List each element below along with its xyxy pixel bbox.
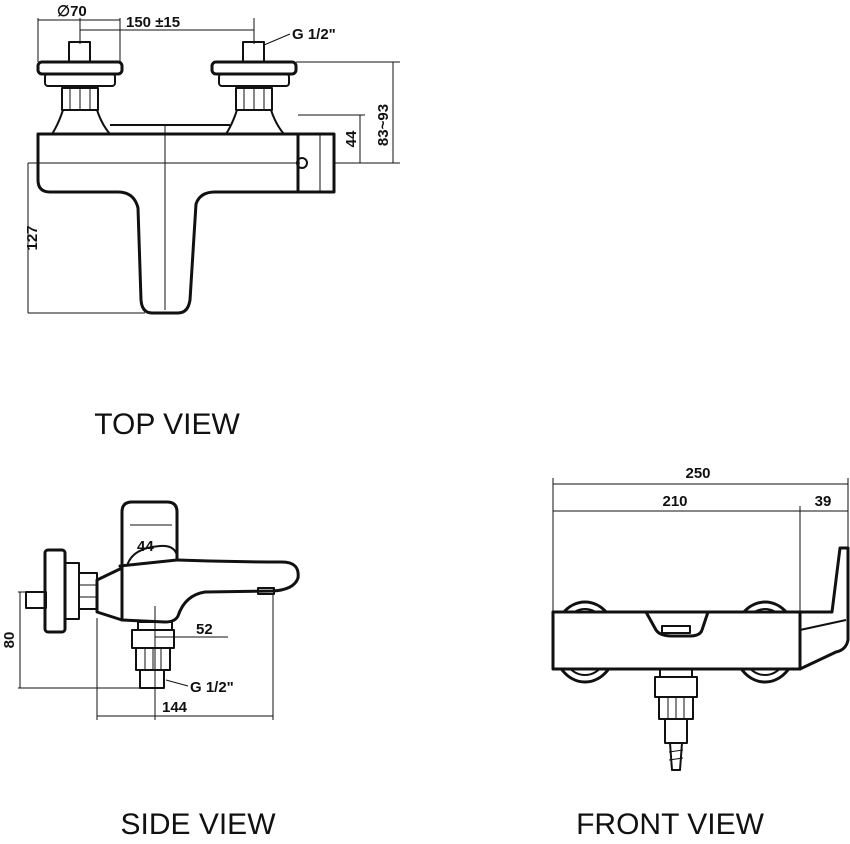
front-dim-overall: 250 xyxy=(685,465,710,482)
top-body xyxy=(36,132,300,315)
side-view-title: SIDE VIEW xyxy=(120,808,276,841)
top-right-inlet xyxy=(210,41,298,135)
top-dim-spacing: 150 ±15 xyxy=(126,14,180,31)
top-view-title: TOP VIEW xyxy=(94,408,240,441)
top-dim-body: 44 xyxy=(343,130,360,147)
front-dim-body: 210 xyxy=(662,493,687,510)
top-dim-depth: 127 xyxy=(24,225,41,250)
top-dim-diameter: ∅70 xyxy=(57,3,87,20)
top-dim-thread: G 1/2" xyxy=(292,26,336,43)
side-dim-thread: G 1/2" xyxy=(190,679,234,696)
front-view-drawing xyxy=(551,478,850,771)
side-handle xyxy=(118,500,179,622)
side-dim-length: 144 xyxy=(162,699,188,716)
top-view-drawing xyxy=(27,18,400,315)
front-view-title: FRONT VIEW xyxy=(576,808,764,841)
front-body xyxy=(551,610,802,671)
front-dim-spout: 39 xyxy=(815,493,832,510)
side-view-drawing xyxy=(18,500,300,720)
side-dim-height: 80 xyxy=(1,632,18,649)
side-dim-offset: 52 xyxy=(196,621,213,638)
top-dim-height-range: 83~93 xyxy=(375,104,392,146)
side-dim-handle: 44 xyxy=(137,538,154,555)
top-left-inlet xyxy=(36,41,124,135)
side-spout xyxy=(120,558,300,624)
